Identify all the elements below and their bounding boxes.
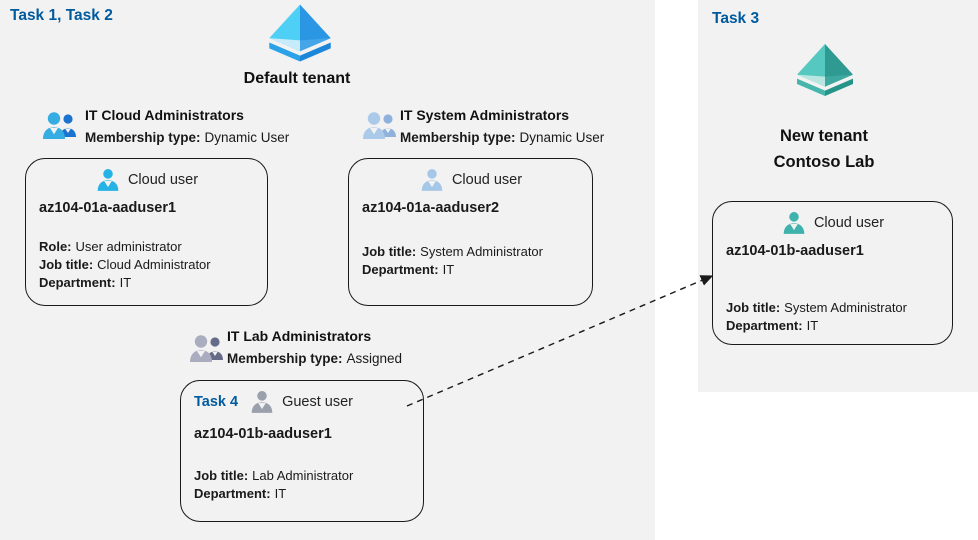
user-type-label: Cloud user	[813, 215, 885, 231]
group-people-icon	[43, 112, 76, 139]
user-details: Job title:System Administrator Departmen…	[362, 243, 579, 279]
user-type-label: Cloud user	[127, 172, 199, 188]
new-tenant-title: New tenant Contoso Lab	[744, 123, 904, 175]
group-title-it-lab-admins: IT Lab Administrators	[227, 328, 372, 344]
default-tenant-title: Default tenant	[243, 70, 351, 87]
new-tenant-title-line1: New tenant	[779, 127, 868, 145]
detail-department: Department:IT	[726, 318, 819, 333]
user-name: az104-01b-aaduser1	[726, 243, 864, 259]
group-membership-it-system-admins: Membership type:Dynamic User	[400, 130, 604, 145]
user-details: Role:User administrator Job title:Cloud …	[39, 238, 254, 292]
membership-label: Membership type:	[85, 130, 201, 145]
user-box-aaduser2: Cloud user az104-01a-aaduser2 Job title:…	[348, 158, 593, 306]
guest-user-icon	[251, 391, 273, 413]
user-name: az104-01a-aaduser1	[39, 200, 177, 216]
detail-department: Department:IT	[39, 275, 132, 290]
detail-department: Department:IT	[362, 262, 455, 277]
user-box-guest-aaduser1: Task 4 Guest user az104-01b-aaduser1 Job…	[180, 380, 424, 522]
task-3-label: Task 3	[712, 10, 760, 27]
detail-role: Role:User administrator	[39, 239, 182, 254]
group-people-icon	[363, 112, 396, 139]
membership-value: Assigned	[346, 351, 403, 366]
cloud-user-icon	[97, 169, 119, 191]
detail-department: Department:IT	[194, 486, 287, 501]
membership-value: Dynamic User	[519, 130, 605, 145]
cloud-user-icon	[421, 169, 443, 191]
membership-label: Membership type:	[400, 130, 516, 145]
azure-ad-new-tenant-icon	[797, 44, 853, 96]
group-people-icon	[190, 335, 223, 362]
group-membership-it-cloud-admins: Membership type:Dynamic User	[85, 130, 289, 145]
detail-job-title: Job title:System Administrator	[726, 300, 907, 315]
detail-job-title: Job title:System Administrator	[362, 244, 543, 259]
user-box-new-tenant-aaduser1: Cloud user az104-01b-aaduser1 Job title:…	[712, 201, 953, 345]
user-type-label: Cloud user	[451, 172, 523, 188]
group-title-it-system-admins: IT System Administrators	[400, 107, 570, 123]
cloud-user-icon	[783, 212, 805, 234]
new-tenant-title-line2: Contoso Lab	[773, 153, 875, 171]
task-4-label: Task 4	[194, 394, 239, 410]
user-details: Job title:System Administrator Departmen…	[726, 299, 939, 335]
user-name: az104-01b-aaduser1	[194, 426, 332, 442]
user-box-aaduser1: Cloud user az104-01a-aaduser1 Role:User …	[25, 158, 268, 306]
task-1-2-label: Task 1, Task 2	[10, 7, 113, 24]
group-membership-it-lab-admins: Membership type:Assigned	[227, 351, 402, 366]
detail-job-title: Job title:Lab Administrator	[194, 468, 354, 483]
membership-label: Membership type:	[227, 351, 343, 366]
membership-value: Dynamic User	[204, 130, 290, 145]
detail-job-title: Job title:Cloud Administrator	[39, 257, 211, 272]
default-tenant-panel	[0, 0, 655, 540]
user-details: Job title:Lab Administrator Department:I…	[194, 467, 410, 503]
user-type-label: Guest user	[282, 394, 353, 410]
group-title-it-cloud-admins: IT Cloud Administrators	[85, 107, 244, 123]
user-name: az104-01a-aaduser2	[362, 200, 500, 216]
azure-ad-tenant-icon	[269, 4, 331, 62]
